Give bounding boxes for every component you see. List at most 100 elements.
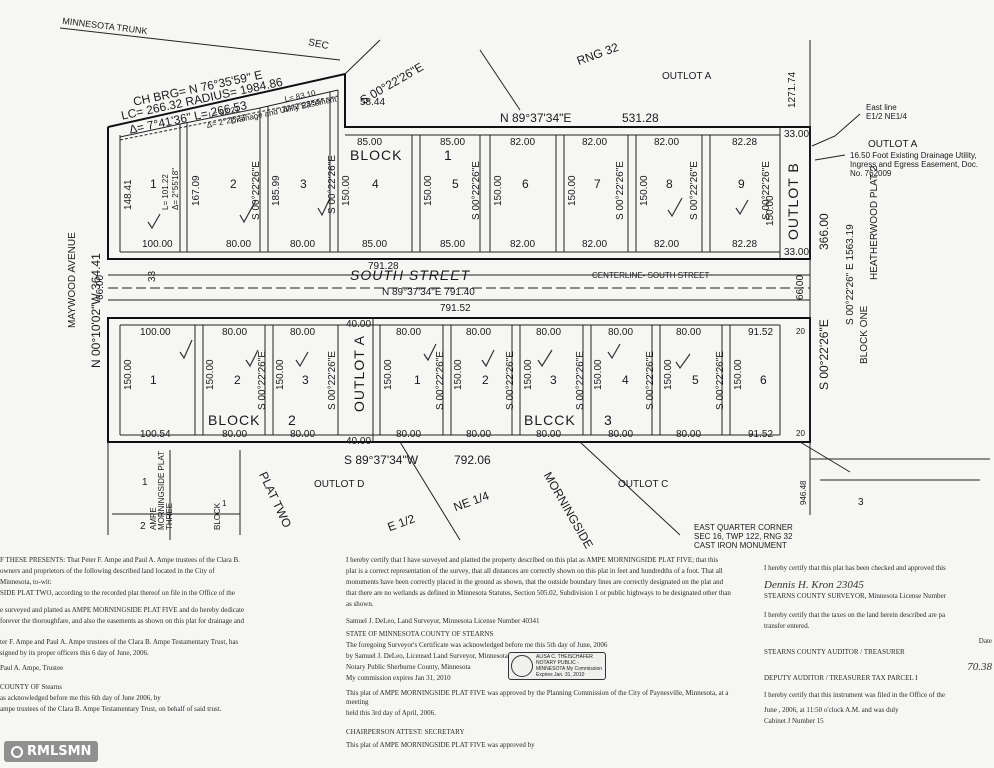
block1-side-bearing-9: S 00°22'26"E <box>761 161 772 220</box>
block2-lot-3-bottom: 80.00 <box>290 429 316 440</box>
seal-icon <box>511 655 533 677</box>
top-bearing-dist: 531.28 <box>622 111 659 125</box>
cert-mid-line: STATE OF MINNESOTA COUNTY OF STEARNS <box>346 630 494 638</box>
cert-mid-line: by Samuel J. DeLeo, Licensed Land Survey… <box>346 652 578 660</box>
cert-left-line: signed by its proper officers this 6 day… <box>0 649 149 657</box>
block1-lot-2-number: 2 <box>230 177 237 191</box>
block1-lot-6-bottom: 82.00 <box>510 239 536 250</box>
l-101-label: L= 101.22 <box>161 174 170 210</box>
south-street-label: SOUTH STREET <box>350 267 471 283</box>
cert-right-line: Dennis H. Kron 23045 <box>764 579 864 591</box>
watermark-text: RMLSMN <box>27 744 92 759</box>
street-half-width: 33 <box>147 270 158 282</box>
block2-lot-3-depth: 150.00 <box>275 359 286 390</box>
outlot-b-bottom-width: 33.00 <box>784 247 810 258</box>
street-top-dist: 791.28 <box>368 261 399 272</box>
block2-lot-2-number: 2 <box>234 373 241 387</box>
block3-lot-2-number: 2 <box>482 373 489 387</box>
cert-mid-line: plat is a correct representation of the … <box>346 567 723 575</box>
cert-left-line: ampe trustees of the Clara B. Ampe Testa… <box>0 705 222 713</box>
cert-right-line: Date <box>978 637 992 645</box>
block3-label: BLCCK <box>524 412 576 428</box>
bottom-bearing: S 89°37'34"W <box>344 453 419 467</box>
block1-lot-6-top: 82.00 <box>510 137 536 148</box>
right-bearing: S 00°22'26"E <box>817 319 831 390</box>
right-bearing-long: S 00°22'26" E 1563.19 <box>845 224 856 325</box>
ampe-plat-three-label: AMPE MORNINGSIDE PLAT THREE <box>149 451 174 530</box>
block3-lot-6-number: 6 <box>760 373 767 387</box>
block3-side-bearing-4: S 00°22'26"E <box>645 351 656 410</box>
block2-lot-1-depth: 150.00 <box>123 359 134 390</box>
cert-mid-line: CHAIRPERSON ATTEST: SECRETARY <box>346 728 465 736</box>
cert-right-line: June , 2006, at 11:50 o'clock A.M. and w… <box>764 706 899 714</box>
block1-lot-7-number: 7 <box>594 177 601 191</box>
outlot-d-label: OUTLOT D <box>314 479 365 490</box>
east-quarter-corner: EAST QUARTER CORNER <box>694 523 793 532</box>
cert-mid-line: I hereby certify that I have surveyed an… <box>346 556 719 564</box>
block1-lot-4-top: 85.00 <box>357 137 383 148</box>
block3-lot-4-number: 4 <box>622 373 629 387</box>
block1-lot-8-top: 82.00 <box>654 137 680 148</box>
block1-lot-2-bottom: 80.00 <box>226 239 252 250</box>
outlot-a-mid-label: OUTLOT A <box>351 335 367 412</box>
surveyor-certificate: I hereby certify that I have surveyed an… <box>346 556 751 752</box>
cert-right-line: Cabinet J Number 15 <box>764 717 824 725</box>
block1-number: 1 <box>444 147 453 163</box>
centerline-label: CENTERLINE- SOUTH STREET <box>592 271 710 280</box>
block3-side-bearing-2: S 00°22'26"E <box>505 351 516 410</box>
block3-lot-4-top: 80.00 <box>608 327 634 338</box>
d-101-label: Δ= 2°55'18" <box>171 167 180 210</box>
east-line-label: East line <box>866 103 897 112</box>
block1-lot-7-depth: 150.00 <box>567 175 578 206</box>
outlot-a-top-label: OUTLOT A <box>662 71 712 82</box>
cert-left-line: Paul A. Ampe, Trustee <box>0 664 64 672</box>
plat-drawing <box>59 27 990 541</box>
outlot-b-top-width: 33.00 <box>784 129 810 140</box>
block3-lot-3-top: 80.00 <box>536 327 562 338</box>
cert-right-line: I hereby certify that this plat has been… <box>764 564 946 572</box>
block1-lot-3-bottom: 80.00 <box>290 239 316 250</box>
county-certificate: I hereby certify that this plat has been… <box>764 564 992 728</box>
block1-side-bearing-2: S 00°22'26"E <box>251 161 262 220</box>
cert-mid-line: This plat of AMPE MORNINGSIDE PLAT FIVE … <box>346 689 729 706</box>
block1-lot-8-number: 8 <box>666 177 673 191</box>
block2-lot-1-bottom: 100.54 <box>140 429 171 440</box>
cert-mid-line: held this 3rd day of April, 2006. <box>346 709 436 717</box>
dim-946: 946.48 <box>799 480 808 505</box>
block3-lot-3-depth: 150.00 <box>523 359 534 390</box>
block-small-number: 1 <box>222 499 227 508</box>
cert-left-line: COUNTY OF Stearns <box>0 683 62 691</box>
east-quarter-monument: CAST IRON MONUMENT <box>694 541 787 550</box>
cert-mid-line: that there are no wetlands as defined in… <box>346 589 731 597</box>
block1-lot-6-depth: 150.00 <box>493 175 504 206</box>
cert-right-line: STEARNS COUNTY SURVEYOR, Minnesota Licen… <box>764 592 946 600</box>
block2-label: BLOCK <box>208 412 261 428</box>
block1-side-bearing-7: S 00°22'26"E <box>615 161 626 220</box>
neighbor-lot-1: 1 <box>142 477 148 488</box>
cert-left-line: owners and proprietors of the following … <box>0 567 215 575</box>
right-dim-1271: 1271.74 <box>787 71 798 108</box>
block3-lot-6-top: 91.52 <box>748 327 774 338</box>
block3-side-bearing-5: S 00°22'26"E <box>715 351 726 410</box>
block1-lot-1-depth: 148.41 <box>123 179 134 210</box>
easement-note: 16.50 Foot Existing Drainage Utility, In… <box>850 151 979 178</box>
block1-lot-5-depth: 150.00 <box>423 175 434 206</box>
cert-left-line: e surveyed and platted as AMPE MORNINGSI… <box>0 606 245 614</box>
outlot-b-label: OUTLOT B <box>785 162 801 240</box>
cert-mid-line: as shown. <box>346 600 374 608</box>
block1-lot-6-number: 6 <box>522 177 529 191</box>
cert-right-line: DEPUTY AUDITOR / TREASURER TAX PARCEL I <box>764 674 918 682</box>
block3-lot-3-number: 3 <box>550 373 557 387</box>
bearing-se-dist: 58.44 <box>360 97 386 108</box>
bottom-dist: 792.06 <box>454 453 491 467</box>
cert-mid-line: This plat of AMPE MORNINGSIDE PLAT FIVE … <box>346 741 535 749</box>
cert-right-line: 70.38 <box>967 661 992 673</box>
cert-left-line: SIDE PLAT TWO, according to the recorded… <box>0 589 235 597</box>
cert-left-line: forever the thoroughfare, and also the e… <box>0 617 244 625</box>
block1-lot-9-top: 82.28 <box>732 137 758 148</box>
neighbor-lot-2: 2 <box>140 521 146 532</box>
block3-number: 3 <box>604 412 613 428</box>
cert-left-line: Minnesota, to-wit: <box>0 578 52 586</box>
block1-side-bearing-3: S 00°22'26"E <box>327 155 338 214</box>
outlot-a-mid-bottom: 40.00 <box>346 436 372 447</box>
